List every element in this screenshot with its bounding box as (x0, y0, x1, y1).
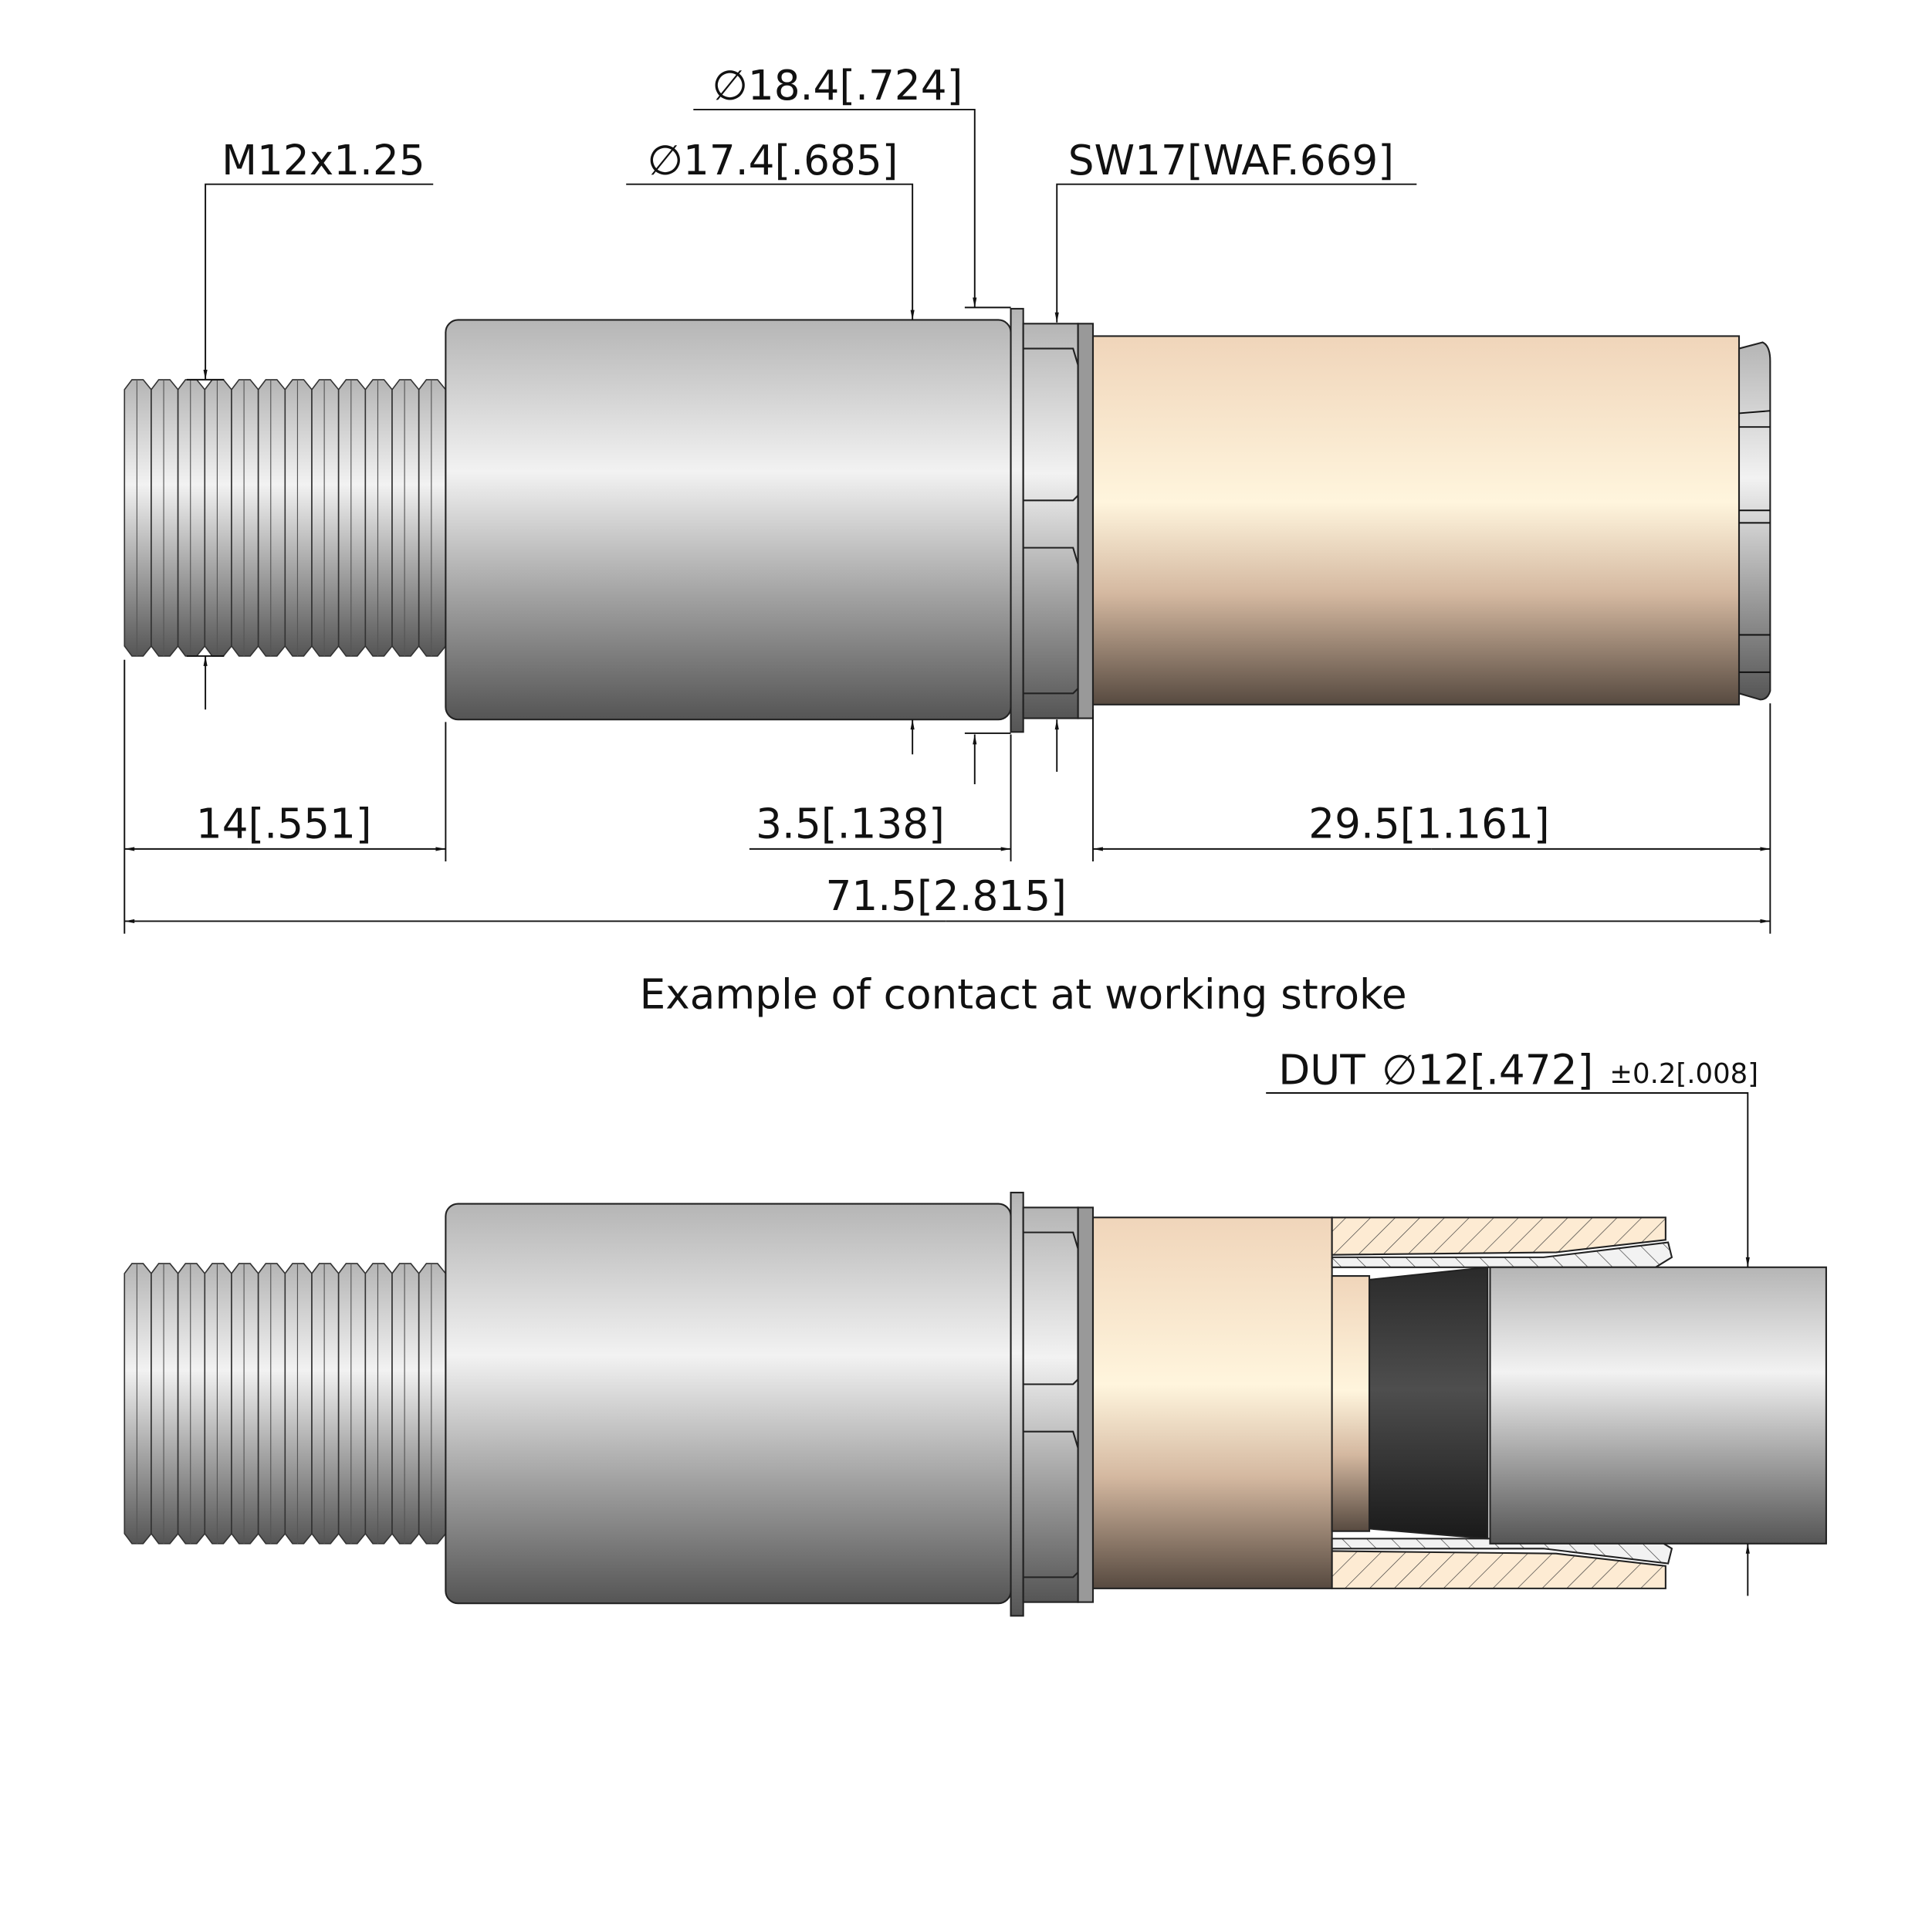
dimensions-dut: DUT ∅12[.472] ±0.2[.008] (1266, 1047, 1758, 1596)
wrench-size-label: SW17[WAF.669] (1068, 137, 1394, 184)
thread-ridge (418, 379, 447, 657)
thread-ridge (311, 1263, 340, 1545)
diameter-17-4-label: ∅17.4[.685] (648, 137, 898, 184)
thread-ridge (257, 1263, 286, 1545)
thread-ridge (337, 1263, 367, 1545)
flange (1010, 307, 1024, 733)
hex-nut (1022, 1206, 1079, 1603)
dimensions-top: M12x1.25 ∅17.4[.685] ∅18.4[.724] SW17[WA… (123, 62, 1771, 934)
brass-sleeve (1091, 1216, 1333, 1589)
diameter-18-4-label: ∅18.4[.724] (712, 62, 963, 110)
thread-ridge (123, 379, 152, 657)
thread-ridge (231, 379, 259, 657)
thread-ridge (151, 379, 179, 657)
contact-cone (1368, 1266, 1489, 1540)
thread-ridge (123, 1263, 152, 1545)
length-3-5-label: 3.5[.138] (756, 800, 945, 848)
dut-diameter-label: ∅12[.472] (1382, 1047, 1593, 1095)
thread-ridge (284, 1263, 313, 1545)
thread-ridge (231, 1263, 259, 1545)
thread-ridge (364, 1263, 393, 1545)
overall-length-label: 71.5[2.815] (826, 872, 1067, 920)
hex-nut (1022, 323, 1079, 719)
thread-ridge (391, 1263, 420, 1545)
dut-label: DUT (1278, 1047, 1365, 1095)
probe-contact-view (123, 1191, 1827, 1617)
thread-ridge (311, 379, 340, 657)
collar (1077, 323, 1095, 719)
thread-ridge (177, 379, 206, 657)
probe-top-view (123, 307, 1771, 733)
brass-sleeve (1091, 335, 1741, 705)
thread-ridge (177, 1263, 206, 1545)
probe-body (445, 1203, 1012, 1605)
crown-tip (1737, 341, 1771, 701)
collar (1077, 1206, 1095, 1603)
length-14-label: 14[.551] (196, 800, 372, 848)
caption: Example of contact at working stroke (640, 970, 1407, 1018)
thread-ridge (337, 379, 367, 657)
thread-ridge (151, 1263, 179, 1545)
thread-spec-label: M12x1.25 (222, 137, 425, 184)
thread-ridge (257, 379, 286, 657)
dut-tolerance-label: ±0.2[.008] (1609, 1058, 1758, 1090)
sleeve-cross-section (1331, 1216, 1673, 1589)
thread-section (123, 379, 447, 657)
probe-body (445, 319, 1012, 721)
thread-ridge (204, 1263, 232, 1545)
thread-ridge (204, 379, 232, 657)
thread-ridge (418, 1263, 447, 1545)
dut-rod (1489, 1266, 1827, 1545)
thread-ridge (364, 379, 393, 657)
thread-section (123, 1263, 447, 1545)
thread-ridge (284, 379, 313, 657)
thread-ridge (391, 379, 420, 657)
length-29-5-label: 29.5[1.161] (1308, 800, 1549, 848)
flange (1010, 1191, 1024, 1617)
